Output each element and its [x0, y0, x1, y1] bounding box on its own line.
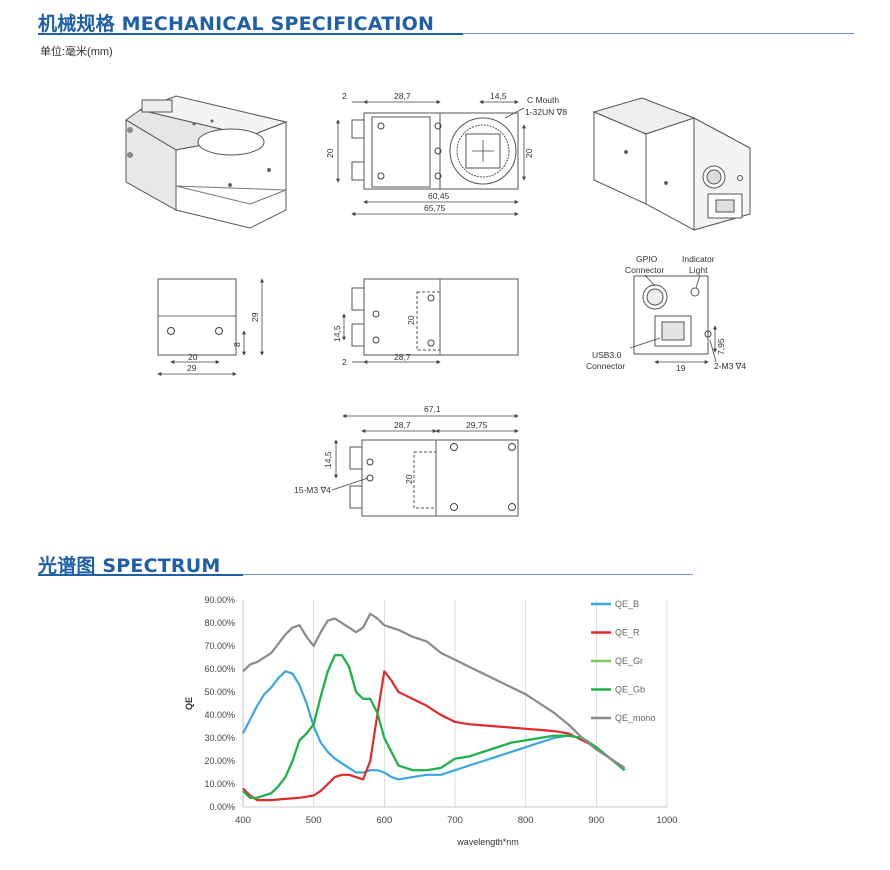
- dim-8: 8: [232, 342, 242, 347]
- label-c-mouth: C Mouth: [527, 95, 559, 105]
- iso-view-back: [592, 97, 751, 231]
- dim-20b: 20: [524, 148, 534, 158]
- x-tick-label: 400: [235, 815, 251, 826]
- side-view: 14,5 20 2 28,7: [332, 278, 519, 367]
- mech-section-title: 机械规格 MECHANICAL SPECIFICATION: [38, 13, 435, 35]
- series-line-qe-mono: [242, 612, 626, 769]
- dim-29a: 29: [250, 312, 260, 322]
- dim-29-75: 29,75: [466, 420, 488, 430]
- y-tick-label: 80.00%: [204, 618, 235, 628]
- rear-view: 20 29 29 8: [157, 278, 264, 376]
- dim-7-95: 7,95: [716, 338, 726, 355]
- y-tick-label: 60.00%: [204, 664, 235, 674]
- y-tick-label: 30.00%: [204, 733, 235, 743]
- dim-14-5c: 14,5: [323, 451, 333, 468]
- bottom-view: 67,1 28,7 29,75 14,5 20 15-M3 ∇4: [294, 404, 519, 517]
- x-tick-label: 600: [376, 815, 392, 826]
- label-light: Light: [689, 265, 708, 275]
- dim-20c: 20: [188, 352, 198, 362]
- dim-60-45: 60,45: [428, 191, 450, 201]
- dim-28-7a: 28,7: [394, 91, 411, 101]
- x-tick-label: 1000: [656, 815, 677, 826]
- dim-2a: 2: [342, 91, 347, 101]
- x-tick-label: 700: [447, 815, 463, 826]
- legend-label: QE_R: [615, 628, 640, 638]
- dim-28-7b: 28,7: [394, 352, 411, 362]
- dim-29b: 29: [187, 363, 197, 373]
- spectrum-section-title: 光谱图 SPECTRUM: [38, 555, 221, 577]
- series-line-qe-b: [242, 670, 626, 781]
- y-tick-label: 90.00%: [204, 595, 235, 605]
- dim-65-75: 65,75: [424, 203, 446, 213]
- top-view: 2 28,7 14,5 C Mouth 1-32UN ∇8 20 20 60,4…: [325, 91, 567, 216]
- connector-view: GPIO Connector Indicator Light USB3.0 Co…: [586, 254, 746, 373]
- label-usb: USB3.0: [592, 350, 622, 360]
- dim-20a: 20: [325, 148, 335, 158]
- iso-view-front: [125, 95, 288, 229]
- spectrum-title-rule: [38, 574, 243, 576]
- mechanical-drawings: 2 28,7 14,5 C Mouth 1-32UN ∇8 20 20 60,4…: [125, 91, 751, 517]
- legend-label: QE_B: [615, 599, 639, 609]
- label-m3b: 15-M3 ∇4: [294, 485, 331, 495]
- dim-19: 19: [676, 363, 686, 373]
- qe-spectrum-chart: 0.00% 10.00% 20.00% 30.00% 40.00% 50.00% 60.00…: [184, 595, 678, 847]
- x-tick-label: 800: [518, 815, 534, 826]
- dim-28-7c: 28,7: [394, 420, 411, 430]
- label-usb-connector: Connector: [586, 361, 625, 371]
- series-line-qe-r: [242, 670, 626, 802]
- dim-14-5b: 14,5: [332, 325, 342, 342]
- mech-title-rule-ext: [463, 33, 854, 34]
- legend-label: QE_Gr: [615, 656, 643, 666]
- dim-14-5a: 14,5: [490, 91, 507, 101]
- y-tick-label: 50.00%: [204, 687, 235, 697]
- x-tick-label: 900: [588, 815, 604, 826]
- x-axis-label: wavelength*nm: [456, 837, 519, 847]
- mech-title-rule: [38, 33, 463, 35]
- dim-20e: 20: [404, 474, 414, 484]
- series-line-qe-gr: [242, 654, 626, 799]
- legend-label: QE_Gb: [615, 685, 645, 695]
- unit-note: 单位:毫米(mm): [40, 46, 113, 58]
- dim-67-1: 67,1: [424, 404, 441, 414]
- y-tick-label: 40.00%: [204, 710, 235, 720]
- y-tick-label: 10.00%: [204, 779, 235, 789]
- x-tick-label: 500: [306, 815, 322, 826]
- spectrum-title-rule-ext: [243, 574, 693, 575]
- label-indicator: Indicator: [682, 254, 715, 264]
- series-line-qe-gb: [242, 654, 626, 799]
- label-m3a: 2-M3 ∇4: [714, 361, 746, 371]
- legend-label: QE_mono: [615, 713, 656, 723]
- label-gpio: GPIO: [636, 254, 658, 264]
- label-gpio-connector: Connector: [625, 265, 664, 275]
- label-thread: 1-32UN ∇8: [525, 107, 567, 117]
- y-axis-label: QE: [184, 697, 194, 710]
- dim-2b: 2: [342, 357, 347, 367]
- y-tick-label: 70.00%: [204, 641, 235, 651]
- y-tick-label: 20.00%: [204, 756, 235, 766]
- dim-20d: 20: [406, 315, 416, 325]
- y-tick-label: 0.00%: [209, 802, 235, 812]
